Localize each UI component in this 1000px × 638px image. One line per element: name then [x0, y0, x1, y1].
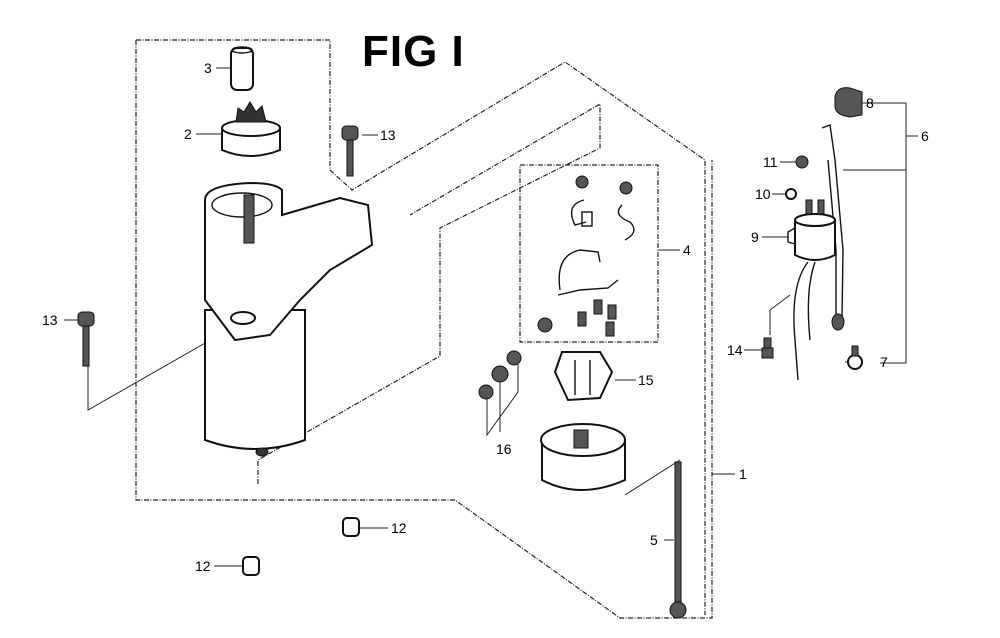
part-4-brush-kit[interactable]	[537, 175, 635, 337]
callout-5: 5	[650, 532, 658, 548]
part-3-collar[interactable]	[230, 46, 254, 91]
part-12-collar-upper[interactable]	[342, 517, 360, 537]
callout-12-upper: 12	[391, 520, 407, 536]
part-16-nuts[interactable]	[478, 350, 522, 400]
part-1-starter-motor[interactable]	[204, 181, 374, 457]
part-9-solenoid[interactable]	[787, 199, 836, 381]
callout-10: 10	[755, 186, 771, 202]
callout-13-left: 13	[42, 312, 58, 328]
callout-9: 9	[751, 229, 759, 245]
part-8-terminal-cap[interactable]	[834, 87, 863, 118]
callout-8: 8	[866, 95, 874, 111]
part-14-bolt[interactable]	[761, 337, 774, 359]
leader-lines	[64, 67, 918, 567]
figure-title: FIG I	[362, 27, 465, 76]
part-13-bolt-upper[interactable]	[341, 125, 359, 177]
assembly-outline	[135, 39, 713, 619]
part-12-collar-lower[interactable]	[242, 556, 260, 576]
part-13-bolt-left[interactable]	[77, 311, 95, 367]
callout-7: 7	[880, 354, 888, 370]
callout-6: 6	[921, 128, 929, 144]
part-10-nut[interactable]	[785, 188, 797, 200]
part-2-pinion[interactable]	[221, 101, 281, 157]
part-15-brush-holder[interactable]	[553, 351, 614, 402]
callout-13-upper: 13	[380, 127, 396, 143]
part-11-nut[interactable]	[795, 155, 809, 169]
callout-3: 3	[204, 60, 212, 76]
part-7-terminal[interactable]	[847, 345, 863, 370]
callout-11: 11	[763, 154, 778, 170]
part-1-end-cover[interactable]	[540, 423, 626, 491]
part-6-cable[interactable]	[821, 124, 845, 331]
callout-2: 2	[184, 126, 192, 142]
callout-12-lower: 12	[195, 558, 211, 574]
callout-4: 4	[683, 242, 691, 258]
callout-14: 14	[727, 342, 743, 358]
callout-1: 1	[739, 466, 747, 482]
callout-15: 15	[638, 372, 654, 388]
callout-16: 16	[496, 441, 512, 457]
part-5-through-bolt[interactable]	[669, 461, 687, 619]
